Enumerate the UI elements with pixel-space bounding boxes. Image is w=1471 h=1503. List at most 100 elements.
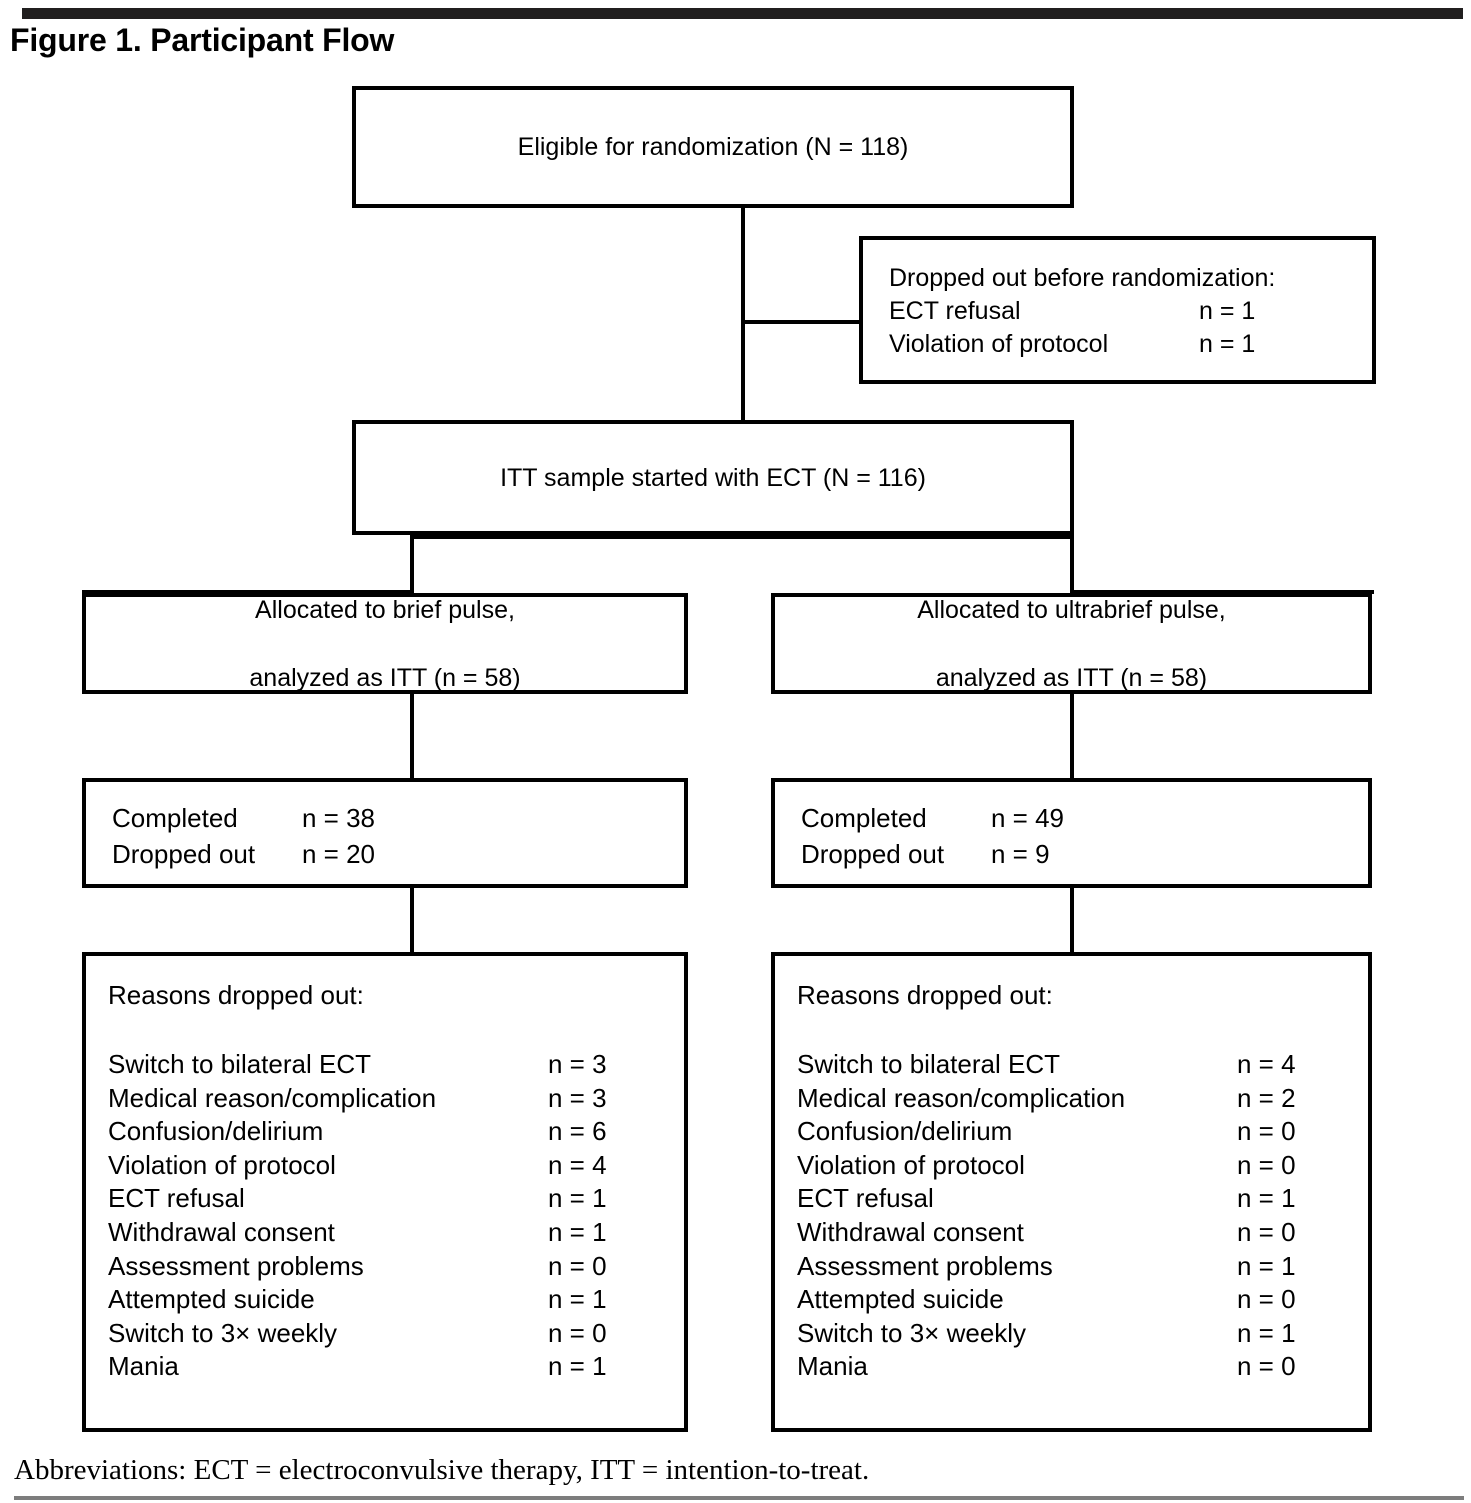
connector-itt-to-brief [410, 535, 414, 593]
node-allocated-brief-text: Allocated to brief pulse, analyzed as IT… [249, 559, 520, 729]
dropped-out-row: ECT refusal n = 1 [889, 295, 1358, 328]
outcome-row-label: Dropped out [112, 839, 256, 869]
reasons-row-value: n = 1 [548, 1216, 607, 1247]
reasons-row: Assessment problems n = 1 [797, 1250, 1356, 1284]
reasons-row: Attempted suicide n = 1 [108, 1283, 672, 1317]
top-rule-divider [22, 8, 1463, 19]
reasons-row-label: Medical reason/complication [797, 1082, 1126, 1113]
reasons-row-label: Switch to bilateral ECT [797, 1049, 1060, 1079]
connector-ultrabrief-entry [1070, 590, 1374, 594]
reasons-row-label: Violation of protocol [108, 1149, 336, 1180]
reasons-row: Assessment problems n = 0 [108, 1250, 672, 1284]
figure-footnote: Abbreviations: ECT = electroconvulsive t… [14, 1454, 870, 1486]
reasons-row-label: Mania [108, 1351, 179, 1382]
node-allocated-ultrabrief-text: Allocated to ultrabrief pulse, analyzed … [917, 559, 1226, 729]
reasons-row-label: ECT refusal [797, 1183, 934, 1214]
node-eligible-for-randomization: Eligible for randomization (N = 118) [352, 86, 1074, 208]
node-allocated-ultrabrief-pulse: Allocated to ultrabrief pulse, analyzed … [771, 593, 1372, 694]
reasons-row-label: Assessment problems [108, 1250, 364, 1281]
reasons-row-value: n = 0 [548, 1317, 607, 1348]
outcome-row: Dropped out n = 20 [112, 836, 662, 872]
reasons-row-label: Confusion/delirium [797, 1116, 1013, 1147]
node-reasons-brief: Reasons dropped out: Switch to bilateral… [82, 952, 688, 1432]
reasons-row: ECT refusal n = 1 [108, 1182, 672, 1216]
reasons-row-value: n = 0 [1237, 1116, 1296, 1147]
dropped-out-row-label: ECT refusal [889, 297, 1021, 325]
reasons-row: Withdrawal consent n = 1 [108, 1216, 672, 1250]
reasons-row-value: n = 1 [548, 1284, 607, 1315]
reasons-row: Switch to 3× weekly n = 0 [108, 1317, 672, 1351]
reasons-row: Withdrawal consent n = 0 [797, 1216, 1356, 1250]
allocated-ultrabrief-line-2: analyzed as ITT (n = 58) [935, 663, 1208, 692]
connector-ultrabrief-allocation-to-outcome [1070, 694, 1074, 778]
reasons-row: Medical reason/complication n = 3 [108, 1082, 672, 1116]
reasons-row: Mania n = 1 [108, 1350, 672, 1384]
reasons-row: Confusion/delirium n = 6 [108, 1115, 672, 1149]
reasons-row-label: Withdrawal consent [797, 1216, 1024, 1247]
connector-eligible-to-itt [741, 208, 745, 420]
reasons-row-label: Switch to 3× weekly [108, 1317, 338, 1348]
reasons-row-label: Assessment problems [797, 1250, 1053, 1281]
reasons-row-value: n = 3 [548, 1049, 607, 1079]
outcome-row-value: n = 38 [302, 803, 376, 833]
reasons-row-value: n = 1 [1237, 1317, 1296, 1348]
reasons-row: Switch to 3× weekly n = 1 [797, 1317, 1356, 1351]
reasons-row-label: Withdrawal consent [108, 1216, 335, 1247]
connector-brief-allocation-to-outcome [410, 694, 414, 778]
reasons-row-value: n = 0 [1237, 1149, 1296, 1180]
reasons-row: Mania n = 0 [797, 1350, 1356, 1384]
reasons-row-value: n = 2 [1237, 1082, 1296, 1113]
outcome-row-label: Completed [112, 803, 238, 833]
node-reasons-ultrabrief: Reasons dropped out: Switch to bilateral… [771, 952, 1372, 1432]
outcome-row-label: Completed [801, 803, 927, 833]
reasons-row: Violation of protocol n = 4 [108, 1149, 672, 1183]
reasons-row-value: n = 1 [1237, 1183, 1296, 1214]
node-itt-sample-text: ITT sample started with ECT (N = 116) [500, 463, 926, 492]
reasons-ultrabrief-heading: Reasons dropped out: [797, 980, 1053, 1010]
node-allocated-brief-pulse: Allocated to brief pulse, analyzed as IT… [82, 593, 688, 694]
reasons-row-label: Attempted suicide [108, 1284, 315, 1315]
reasons-row-value: n = 1 [1237, 1250, 1296, 1281]
dropped-out-row-value: n = 1 [1199, 297, 1256, 325]
outcome-row-value: n = 9 [991, 839, 1050, 869]
dropped-out-row: Violation of protocol n = 1 [889, 328, 1358, 361]
reasons-row-label: Mania [797, 1351, 868, 1382]
dropped-out-list: Dropped out before randomization: ECT re… [885, 262, 1358, 361]
reasons-row-value: n = 0 [548, 1250, 607, 1281]
outcome-row-value: n = 49 [991, 803, 1065, 833]
reasons-row-value: n = 0 [1237, 1351, 1296, 1382]
reasons-row-value: n = 1 [548, 1351, 607, 1382]
reasons-row: Attempted suicide n = 0 [797, 1283, 1356, 1317]
allocated-brief-line-1: Allocated to brief pulse, [255, 595, 515, 624]
reasons-brief-rows: Switch to bilateral ECT n = 3 Medical re… [108, 1048, 672, 1384]
connector-itt-to-ultrabrief [1070, 535, 1074, 593]
reasons-row-label: Attempted suicide [797, 1284, 1004, 1315]
figure-title: Figure 1. Participant Flow [10, 22, 395, 58]
reasons-ultrabrief-content: Reasons dropped out: Switch to bilateral… [797, 978, 1356, 1384]
reasons-row: Switch to bilateral ECT n = 3 [108, 1048, 672, 1082]
reasons-row-value: n = 0 [1237, 1216, 1296, 1247]
reasons-row-label: Confusion/delirium [108, 1116, 324, 1147]
node-outcome-brief: Completed n = 38 Dropped out n = 20 [82, 778, 688, 888]
node-eligible-text: Eligible for randomization (N = 118) [517, 133, 909, 161]
node-outcome-ultrabrief: Completed n = 49 Dropped out n = 9 [771, 778, 1372, 888]
outcome-row: Completed n = 49 [801, 800, 1346, 836]
outcome-ultrabrief-list: Completed n = 49 Dropped out n = 9 [801, 800, 1346, 872]
reasons-row-label: Switch to 3× weekly [797, 1317, 1027, 1348]
allocated-brief-line-2: analyzed as ITT (n = 58) [249, 663, 521, 692]
reasons-row: Switch to bilateral ECT n = 4 [797, 1048, 1356, 1082]
dropped-out-row-value: n = 1 [1199, 330, 1256, 358]
reasons-row: Medical reason/complication n = 2 [797, 1082, 1356, 1116]
connector-brief-outcome-to-reasons [410, 888, 414, 954]
connector-itt-split-horizontal [410, 535, 1074, 539]
outcome-row: Completed n = 38 [112, 800, 662, 836]
reasons-row-value: n = 0 [1237, 1284, 1296, 1315]
connector-eligible-to-dropped-out [741, 320, 861, 324]
reasons-row: Confusion/delirium n = 0 [797, 1115, 1356, 1149]
allocated-ultrabrief-line-1: Allocated to ultrabrief pulse, [917, 595, 1226, 624]
node-itt-sample: ITT sample started with ECT (N = 116) [352, 420, 1074, 535]
bottom-rule-divider [14, 1496, 1464, 1500]
reasons-brief-content: Reasons dropped out: Switch to bilateral… [108, 978, 672, 1384]
reasons-row-value: n = 1 [548, 1183, 607, 1214]
